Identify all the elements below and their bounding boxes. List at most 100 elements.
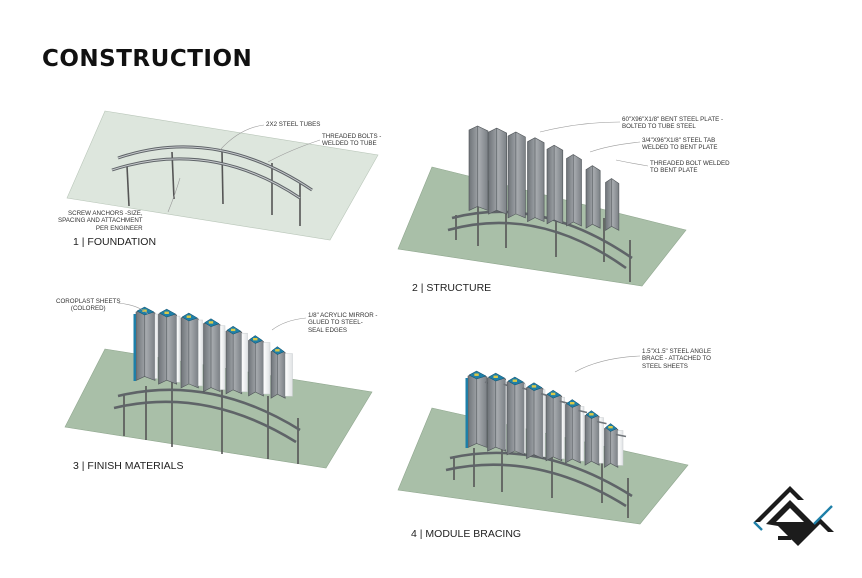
note-screw-anchors: SCREW ANCHORS -SIZE, SPACING AND ATTACHM… bbox=[58, 210, 143, 232]
acrylic-mirror bbox=[241, 332, 248, 393]
acrylic-mirror bbox=[198, 319, 203, 387]
bent-plate bbox=[585, 165, 601, 229]
panel-module-bracing bbox=[397, 355, 689, 525]
module bbox=[488, 127, 507, 215]
cap-detail bbox=[570, 402, 575, 405]
bent-plate bbox=[527, 137, 545, 223]
bent-plate bbox=[468, 125, 489, 211]
module bbox=[604, 423, 627, 468]
bent-plate bbox=[203, 319, 221, 393]
bent-plate bbox=[507, 131, 526, 219]
module bbox=[565, 399, 588, 464]
leader-lines bbox=[167, 124, 321, 213]
cap-detail bbox=[474, 373, 479, 376]
bent-plate bbox=[467, 371, 488, 448]
bent-plate bbox=[506, 377, 525, 456]
module bbox=[585, 165, 601, 229]
cap-detail bbox=[531, 385, 537, 388]
bent-plate bbox=[135, 307, 156, 381]
bent-plate bbox=[248, 336, 264, 397]
caption-finish-materials: 3 | FINISH MATERIALS bbox=[73, 460, 184, 472]
module bbox=[566, 154, 582, 227]
cap-detail bbox=[164, 311, 169, 314]
acrylic-mirror bbox=[580, 406, 585, 462]
angle-brace bbox=[559, 400, 568, 404]
acrylic-mirror bbox=[176, 315, 181, 383]
bent-plate bbox=[270, 347, 286, 399]
bent-plate bbox=[180, 313, 199, 389]
panel-structure bbox=[397, 121, 687, 287]
module bbox=[270, 346, 293, 399]
module bbox=[506, 376, 529, 456]
module bbox=[467, 370, 490, 448]
module bbox=[203, 318, 226, 393]
acrylic-mirror bbox=[263, 342, 271, 395]
cap-detail bbox=[550, 392, 556, 396]
module bbox=[507, 131, 526, 219]
bent-plate bbox=[545, 390, 563, 462]
note-bent-steel-plate: 60"x96"x1/8" BENT STEEL PLATE - BOLTED T… bbox=[622, 116, 724, 131]
coroplast-edge bbox=[465, 378, 468, 448]
finished-modules bbox=[133, 306, 293, 399]
cap-detail bbox=[230, 328, 236, 332]
note-acrylic-mirror: 1/8" ACRYLIC MIRROR - GLUED TO STEEL- SE… bbox=[308, 312, 378, 334]
panel-finish-materials bbox=[64, 302, 373, 469]
module bbox=[158, 308, 181, 385]
acrylic-mirror bbox=[542, 389, 546, 457]
module bbox=[546, 144, 564, 225]
angle-brace bbox=[597, 420, 607, 425]
note-coroplast-sheets: COROPLAST SHEETS (COLORED) bbox=[56, 298, 121, 313]
bent-plate bbox=[566, 154, 582, 227]
acrylic-mirror bbox=[617, 430, 624, 466]
module bbox=[584, 410, 607, 466]
acrylic-mirror bbox=[284, 353, 293, 397]
cap-detail bbox=[253, 338, 258, 341]
module bbox=[527, 137, 545, 223]
page-title: CONSTRUCTION bbox=[42, 46, 253, 72]
cap-detail bbox=[186, 315, 192, 318]
note-steel-tab: 3/4"x96"x1/8" STEEL TAB WELDED TO BENT P… bbox=[642, 137, 718, 152]
angle-brace bbox=[578, 409, 588, 414]
acrylic-mirror bbox=[524, 383, 526, 454]
panel-foundation bbox=[66, 110, 379, 241]
logo-mark-icon bbox=[753, 486, 834, 546]
acrylic-mirror bbox=[598, 417, 604, 464]
leader-lines bbox=[539, 121, 649, 167]
caption-module-bracing: 4 | MODULE BRACING bbox=[411, 528, 522, 540]
braced-modules bbox=[465, 370, 627, 468]
cap-detail bbox=[512, 379, 518, 382]
acrylic-mirror bbox=[219, 325, 226, 390]
cap-detail bbox=[608, 426, 613, 429]
angle-brace bbox=[615, 433, 627, 438]
module bbox=[605, 178, 620, 231]
caption-structure: 2 | STRUCTURE bbox=[412, 282, 492, 294]
module bbox=[180, 312, 203, 389]
bent-plate bbox=[487, 373, 506, 452]
note-threaded-bolt: THREADED BOLT WELDED TO BENT PLATE bbox=[650, 160, 730, 175]
module bbox=[248, 335, 271, 397]
module bbox=[225, 325, 248, 395]
bent-plate bbox=[225, 326, 243, 395]
bent-plate bbox=[526, 383, 544, 460]
cap-detail bbox=[493, 375, 498, 378]
cap-detail bbox=[589, 413, 594, 416]
bent-plate bbox=[158, 309, 177, 385]
leader-lines bbox=[574, 355, 641, 373]
note-angle-brace: 1.5"x1.5" STEEL ANGLE BRACE - ATTACHED T… bbox=[642, 348, 712, 370]
module bbox=[487, 372, 510, 452]
bent-plate bbox=[488, 127, 507, 215]
acrylic-mirror bbox=[561, 396, 565, 460]
caption-foundation: 1 | FOUNDATION bbox=[73, 236, 157, 248]
module bbox=[135, 306, 158, 381]
acrylic-mirror bbox=[154, 313, 158, 379]
note-threaded-bolts: THREADED BOLTS - WELDED TO TUBE bbox=[322, 133, 382, 148]
module bbox=[468, 125, 489, 211]
cap-detail bbox=[142, 309, 147, 312]
leader-lines bbox=[117, 302, 307, 331]
cap-detail bbox=[208, 321, 214, 324]
bent-plate bbox=[565, 400, 581, 464]
bent-steel-plates bbox=[468, 125, 620, 231]
cap-detail bbox=[275, 349, 280, 352]
module bbox=[545, 389, 568, 462]
